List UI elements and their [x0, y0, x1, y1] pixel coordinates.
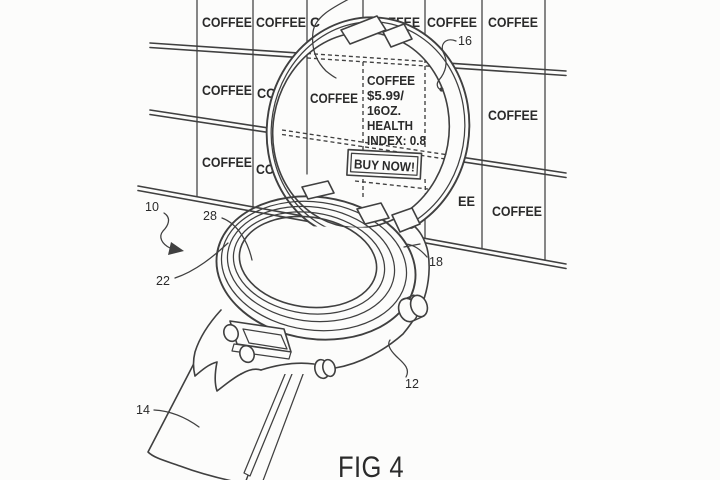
- ar-text-line: $5.99/: [367, 88, 404, 103]
- buy-now-label: BUY NOW!: [354, 156, 416, 174]
- shelf-label: COFFEE: [256, 15, 306, 30]
- ref-28-face: 28: [203, 209, 253, 261]
- lens-see-through-lines: [281, 52, 463, 237]
- lens-hinge-tab: [340, 15, 387, 45]
- ref-numeral-10: 10: [145, 200, 159, 214]
- band-buckle: [223, 320, 292, 364]
- shelf-label: COFFEE: [202, 83, 252, 98]
- side-button: [314, 358, 336, 380]
- ar-text-line: INDEX: 0.8: [367, 133, 426, 148]
- ref-numeral-28: 28: [203, 209, 217, 223]
- bezel-ring: [220, 200, 408, 332]
- ar-info-panel: COFFEE $5.99/ 16OZ. HEALTH INDEX: 0.8 BU…: [346, 73, 426, 180]
- ref-12-crown: 12: [388, 339, 419, 391]
- shelf-label-through-lens: COFFEE: [310, 91, 358, 106]
- bezel-outer: [215, 195, 417, 341]
- shelf-label: COFFEE: [202, 155, 252, 170]
- crown: [397, 294, 429, 323]
- watch-body: [190, 180, 432, 392]
- ar-text-line: HEALTH: [367, 118, 413, 133]
- ref-10-device: 10: [145, 200, 184, 255]
- watch-face-edge: [238, 215, 378, 309]
- shelf-label-partial: EE: [458, 194, 475, 209]
- bezel-ring: [226, 205, 396, 323]
- shelf-label: COFFEE: [488, 15, 538, 30]
- ref-numeral-14: 14: [136, 403, 150, 417]
- ref-numeral-22: 22: [156, 274, 170, 288]
- figure-caption: FIG 4: [338, 451, 404, 480]
- shelf-label: COFFEE: [427, 15, 477, 30]
- bezel-ring: [232, 211, 386, 315]
- ref-16-cover: 16: [436, 34, 472, 92]
- ref-22-case: 22: [156, 242, 229, 288]
- ref-numeral-18: 18: [429, 255, 443, 269]
- arrowhead: [168, 242, 184, 255]
- cover-hinge: [301, 180, 421, 248]
- buy-now-button: BUY NOW!: [346, 148, 423, 180]
- ref-numeral-12: 12: [405, 377, 419, 391]
- case-outline: [192, 225, 430, 392]
- shelf-product-labels: COFFEE COFFEE C EFEE COFFEE COFFEE COFFE…: [202, 15, 542, 219]
- ar-text-line: 16OZ.: [367, 103, 401, 118]
- shelf-label-partial: C: [310, 15, 320, 30]
- leader-from-top: [311, 0, 349, 79]
- ar-text-line: COFFEE: [367, 73, 415, 88]
- ref-14-band: 14: [136, 403, 200, 428]
- ref-18-hinge: 18: [405, 243, 443, 269]
- lens-hinge-tab: [382, 23, 413, 48]
- watch-band: [147, 345, 306, 480]
- shelf-label: COFFEE: [492, 204, 542, 219]
- leader-dot: [439, 87, 444, 92]
- shelf-label: COFFEE: [488, 108, 538, 123]
- shelf-label: COFFEE: [202, 15, 252, 30]
- reference-annotations: 16 10 28 22 18 12 14: [136, 0, 472, 428]
- ref-numeral-16: 16: [458, 34, 472, 48]
